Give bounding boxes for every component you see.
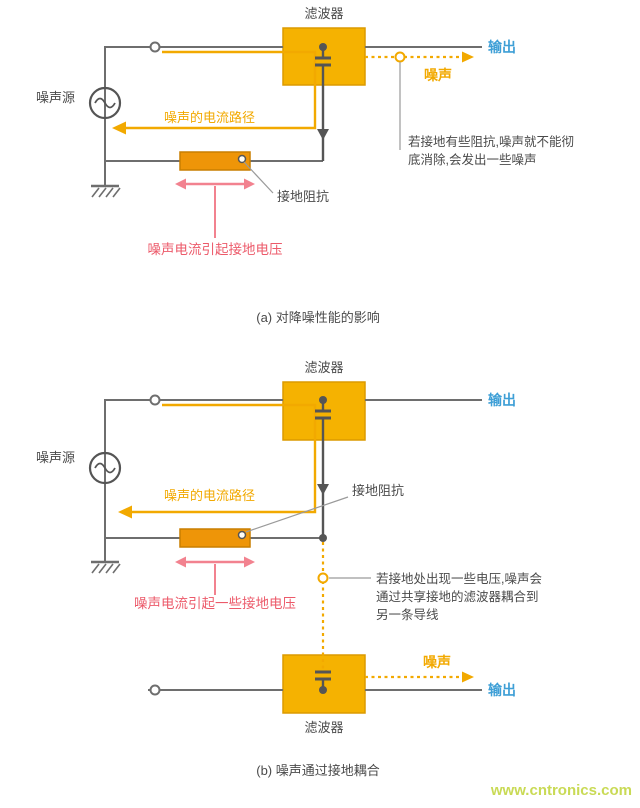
- current-path-label-b: 噪声的电流路径: [164, 488, 255, 503]
- noise-label-b: 噪声: [423, 654, 451, 670]
- junction-dot: [319, 43, 327, 51]
- impedance-label-a: 接地阻抗: [277, 189, 329, 204]
- impedance-callout-line-a: [243, 161, 274, 194]
- sine-wave-icon: [94, 97, 116, 109]
- note-line2-b: 通过共享接地的滤波器耦合到: [376, 589, 539, 604]
- noise-source-label-a: 噪声源: [36, 90, 75, 105]
- ground-junction-dot-b: [319, 534, 327, 542]
- terminal-circle-b-top: [149, 394, 161, 406]
- output-label-a: 输出: [488, 39, 516, 55]
- noise-current-path-a: [112, 50, 317, 135]
- current-path-label-a: 噪声的电流路径: [164, 110, 255, 125]
- impedance-terminal-b: [237, 530, 247, 540]
- ground-voltage-indicator-b: [175, 556, 255, 595]
- impedance-label-b: 接地阻抗: [352, 483, 404, 498]
- red-right-arrowhead-icon: [244, 178, 255, 190]
- filter-label-b-top: 滤波器: [304, 360, 343, 375]
- source-circle: [88, 451, 122, 485]
- noise-current-path-b: [118, 403, 317, 519]
- coupling-path-b: [317, 542, 329, 672]
- left-arrowhead-icon: [118, 505, 132, 519]
- output-label-b-top: 输出: [488, 392, 516, 408]
- noise-source-b: [88, 451, 122, 485]
- noise-leak-arrow-b: [365, 671, 474, 683]
- down-arrowhead-icon: [317, 129, 329, 140]
- filter-label-b-bottom: 滤波器: [304, 720, 343, 735]
- note-line3-b: 另一条导线: [376, 608, 439, 622]
- left-arrowhead-icon: [112, 121, 126, 135]
- watermark: www.cntronics.com: [490, 782, 632, 799]
- caption-b: (b) 噪声通过接地耦合: [256, 763, 380, 778]
- red-left-arrowhead-icon: [175, 556, 186, 568]
- junction-dot: [319, 686, 327, 694]
- noise-label-a: 噪声: [424, 67, 452, 83]
- red-left-arrowhead-icon: [175, 178, 186, 190]
- ground-voltage-indicator-a: [175, 178, 255, 238]
- wires-a: [104, 46, 482, 186]
- filter-capacitor-b-top: [315, 396, 331, 538]
- wires-b: [104, 399, 482, 691]
- down-arrowhead-icon: [317, 484, 329, 495]
- diagram-b: 滤波器 噪声源 输出 噪声的电流路径 接地阻抗 噪声电流引起一些接地电压 若接地…: [36, 360, 632, 799]
- terminal-circle-b-bottom: [149, 684, 161, 696]
- source-circle: [88, 86, 122, 120]
- caption-a: (a) 对降噪性能的影响: [256, 310, 380, 325]
- impedance-callout-line-b: [245, 496, 349, 533]
- ground-voltage-label-a: 噪声电流引起接地电压: [148, 241, 283, 257]
- right-arrowhead-icon: [462, 671, 474, 683]
- impedance-box-b: [179, 528, 251, 548]
- noise-source-label-b: 噪声源: [36, 450, 75, 465]
- probe-circle-b: [317, 572, 329, 584]
- filter-label-a: 滤波器: [304, 6, 343, 21]
- output-label-b-bottom: 输出: [488, 682, 516, 698]
- ground-impedance-a: [179, 151, 251, 171]
- junction-dot: [319, 396, 327, 404]
- filter-capacitor-a: [315, 43, 331, 161]
- sine-wave-icon: [94, 462, 116, 474]
- impedance-box-a: [179, 151, 251, 171]
- filter-capacitor-b-bottom: [315, 670, 331, 694]
- note-line1-b: 若接地处出现一些电压,噪声会: [376, 571, 542, 586]
- ground-symbol-b: [91, 560, 121, 574]
- note-line2-a: 底消除,会发出一些噪声: [408, 152, 536, 167]
- probe-circle-a: [394, 51, 406, 63]
- red-right-arrowhead-icon: [244, 556, 255, 568]
- impedance-terminal-a: [237, 154, 247, 164]
- terminal-circle-a: [149, 41, 161, 53]
- noise-leak-arrow-a: [365, 51, 474, 63]
- diagram-a: 滤波器 噪声源 输出 噪声 噪声的电流路径 接地阻抗 噪声电流引起接地电压 若接…: [36, 6, 574, 325]
- ground-symbol-a: [91, 184, 121, 198]
- ground-voltage-label-b: 噪声电流引起一些接地电压: [134, 595, 296, 611]
- note-line1-a: 若接地有些阻抗,噪声就不能彻: [408, 134, 574, 149]
- right-arrowhead-icon: [462, 51, 474, 63]
- ground-impedance-b: [179, 528, 251, 548]
- noise-source-a: [88, 86, 122, 120]
